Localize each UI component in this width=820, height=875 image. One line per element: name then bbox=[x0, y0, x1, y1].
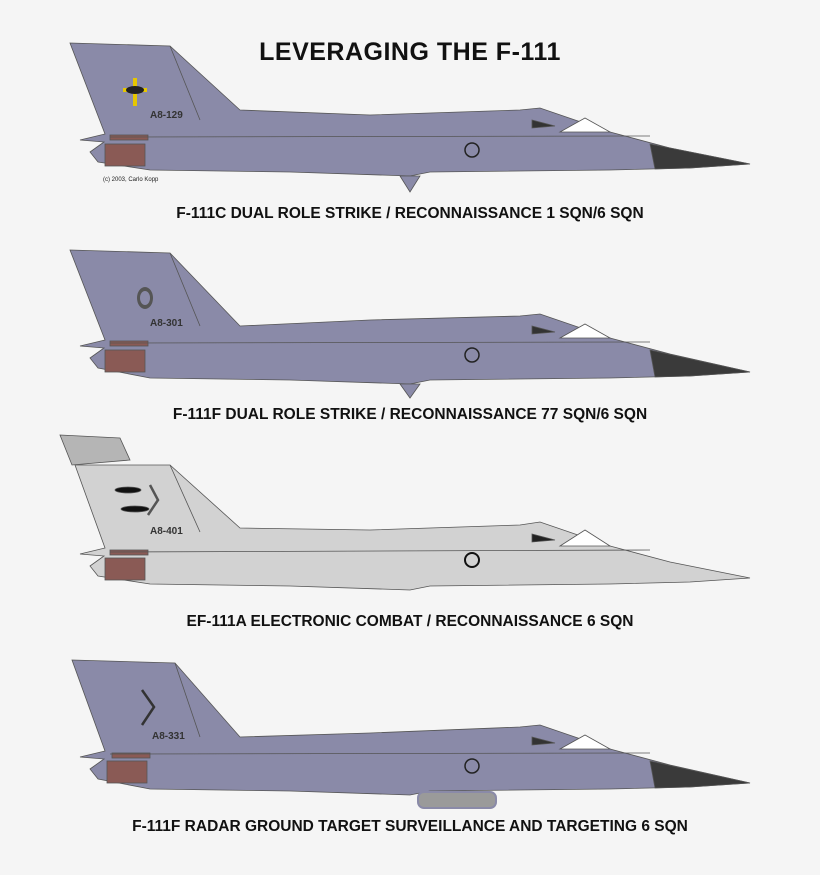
f111f-aircraft-illustration: A8-301 bbox=[69, 249, 751, 399]
aircraft-caption: EF-111A ELECTRONIC COMBAT / RECONNAISSAN… bbox=[186, 613, 634, 630]
tail-number: A8-301 bbox=[150, 318, 183, 329]
aircraft-caption: F-111C DUAL ROLE STRIKE / RECONNAISSANCE… bbox=[176, 205, 644, 222]
yellow-cross-eagle-emblem bbox=[123, 78, 147, 106]
tail-number: A8-401 bbox=[150, 526, 183, 537]
aircraft-body bbox=[71, 659, 751, 809]
aircraft-caption: F-111F DUAL ROLE STRIKE / RECONNAISSANCE… bbox=[172, 406, 648, 423]
lion-head-emblem bbox=[137, 287, 153, 309]
copyright-notice: (c) 2003, Carlo Kopp bbox=[103, 177, 159, 183]
tail-number: A8-129 bbox=[150, 110, 183, 121]
aircraft-body bbox=[69, 42, 751, 193]
f111c-aircraft-illustration: A8-129 bbox=[69, 42, 751, 193]
aircraft-caption: F-111F RADAR GROUND TARGET SURVEILLANCE … bbox=[132, 818, 688, 835]
aircraft-body bbox=[59, 434, 751, 591]
tail-number: A8-331 bbox=[152, 731, 185, 742]
ef111a-aircraft-illustration: A8-401 bbox=[59, 434, 751, 591]
aircraft-body bbox=[69, 249, 751, 399]
surveillance-pod bbox=[417, 791, 497, 809]
page-title: LEVERAGING THE F-111 bbox=[259, 38, 561, 66]
f111f-surveillance-aircraft-illustration: A8-331 bbox=[71, 659, 751, 809]
boomerang-emblem bbox=[140, 689, 156, 726]
boomerang-emblem bbox=[146, 484, 160, 516]
